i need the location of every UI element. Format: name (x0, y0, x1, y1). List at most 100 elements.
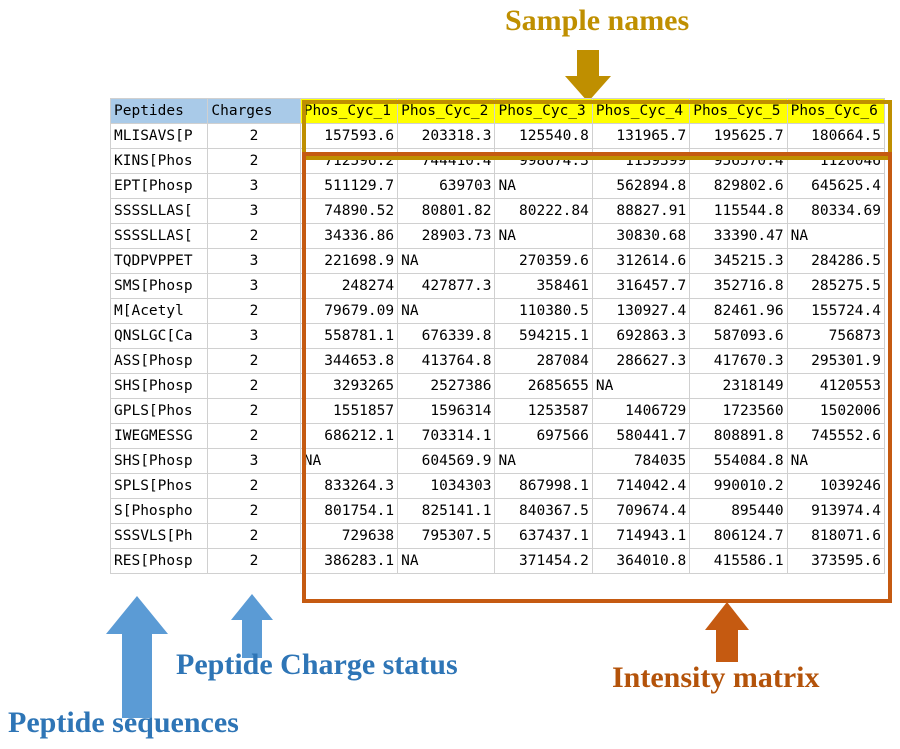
peptide-charge-cell[interactable]: 2 (207, 423, 301, 449)
intensity-cell[interactable]: NA (494, 223, 593, 249)
peptide-sequence-cell[interactable]: TQDPVPPET (109, 248, 209, 274)
intensity-cell[interactable]: 1406729 (591, 398, 691, 424)
intensity-cell[interactable]: 833264.3 (299, 473, 399, 499)
intensity-cell[interactable]: 74890.52 (299, 198, 399, 224)
intensity-cell[interactable]: 637437.1 (494, 523, 593, 549)
intensity-cell[interactable]: 714943.1 (591, 523, 691, 549)
intensity-cell[interactable]: 867998.1 (494, 473, 593, 499)
peptide-sequence-cell[interactable]: GPLS[Phos (109, 398, 209, 424)
intensity-cell[interactable]: 587093.6 (689, 323, 788, 349)
intensity-cell[interactable]: 604569.9 (397, 448, 496, 474)
peptide-intensity-table[interactable]: Peptides Charges Phos_Cyc_1 Phos_Cyc_2 P… (109, 98, 886, 574)
intensity-cell[interactable]: 270359.6 (494, 248, 593, 274)
intensity-cell[interactable]: 345215.3 (689, 248, 788, 274)
intensity-cell[interactable]: NA (397, 548, 496, 574)
peptide-sequence-cell[interactable]: SHS[Phosp (109, 448, 209, 474)
intensity-cell[interactable]: 709674.4 (591, 498, 691, 524)
intensity-cell[interactable]: 990010.2 (689, 473, 788, 499)
intensity-cell[interactable]: 580441.7 (591, 423, 691, 449)
peptide-sequence-cell[interactable]: SHS[Phosp (109, 373, 209, 399)
intensity-cell[interactable]: 729638 (299, 523, 399, 549)
peptide-charge-cell[interactable]: 2 (207, 473, 301, 499)
intensity-cell[interactable]: 511129.7 (299, 173, 399, 199)
intensity-cell[interactable]: 895440 (689, 498, 788, 524)
peptide-charge-cell[interactable]: 2 (207, 298, 301, 324)
intensity-cell[interactable]: 818071.6 (786, 523, 886, 549)
intensity-cell[interactable]: 801754.1 (299, 498, 399, 524)
intensity-cell[interactable]: 157593.6 (299, 123, 399, 149)
peptide-charge-cell[interactable]: 3 (207, 448, 301, 474)
intensity-cell[interactable]: 686212.1 (299, 423, 399, 449)
intensity-cell[interactable]: 840367.5 (494, 498, 593, 524)
intensity-cell[interactable]: 155724.4 (786, 298, 886, 324)
peptide-sequence-cell[interactable]: RES[Phosp (109, 548, 209, 574)
intensity-cell[interactable]: NA (786, 448, 886, 474)
intensity-cell[interactable]: 79679.09 (299, 298, 399, 324)
intensity-cell[interactable]: 2527386 (397, 373, 496, 399)
intensity-cell[interactable]: 712596.2 (299, 148, 399, 174)
peptide-charge-cell[interactable]: 3 (207, 198, 301, 224)
intensity-cell[interactable]: 703314.1 (397, 423, 496, 449)
intensity-cell[interactable]: 4120553 (786, 373, 886, 399)
intensity-cell[interactable]: 221698.9 (299, 248, 399, 274)
intensity-cell[interactable]: 30830.68 (591, 223, 691, 249)
intensity-cell[interactable]: 80334.69 (786, 198, 886, 224)
intensity-cell[interactable]: 417670.3 (689, 348, 788, 374)
intensity-cell[interactable]: 316457.7 (591, 273, 691, 299)
intensity-cell[interactable]: 180664.5 (786, 123, 886, 149)
intensity-cell[interactable]: 645625.4 (786, 173, 886, 199)
intensity-cell[interactable]: 2318149 (689, 373, 788, 399)
column-header-sample-1[interactable]: Phos_Cyc_1 (299, 98, 399, 124)
intensity-cell[interactable]: 88827.91 (591, 198, 691, 224)
intensity-cell[interactable]: 998674.3 (494, 148, 593, 174)
column-header-peptides[interactable]: Peptides (109, 98, 209, 124)
peptide-charge-cell[interactable]: 3 (207, 248, 301, 274)
intensity-cell[interactable]: 808891.8 (689, 423, 788, 449)
intensity-cell[interactable]: 413764.8 (397, 348, 496, 374)
column-header-sample-6[interactable]: Phos_Cyc_6 (786, 98, 886, 124)
peptide-sequence-cell[interactable]: ASS[Phosp (109, 348, 209, 374)
intensity-cell[interactable]: 28903.73 (397, 223, 496, 249)
column-header-charges[interactable]: Charges (207, 98, 301, 124)
intensity-cell[interactable]: 676339.8 (397, 323, 496, 349)
intensity-cell[interactable]: 34336.86 (299, 223, 399, 249)
intensity-cell[interactable]: NA (397, 298, 496, 324)
intensity-cell[interactable]: 697566 (494, 423, 593, 449)
peptide-sequence-cell[interactable]: QNSLGC[Ca (109, 323, 209, 349)
peptide-sequence-cell[interactable]: SMS[Phosp (109, 273, 209, 299)
peptide-sequence-cell[interactable]: MLISAVS[P (109, 123, 209, 149)
column-header-sample-4[interactable]: Phos_Cyc_4 (591, 98, 691, 124)
intensity-cell[interactable]: 131965.7 (591, 123, 691, 149)
intensity-cell[interactable]: 415586.1 (689, 548, 788, 574)
peptide-charge-cell[interactable]: 2 (207, 373, 301, 399)
intensity-cell[interactable]: 692863.3 (591, 323, 691, 349)
intensity-cell[interactable]: 110380.5 (494, 298, 593, 324)
intensity-cell[interactable]: 554084.8 (689, 448, 788, 474)
peptide-charge-cell[interactable]: 2 (207, 398, 301, 424)
intensity-cell[interactable]: 130927.4 (591, 298, 691, 324)
intensity-cell[interactable]: NA (591, 373, 691, 399)
intensity-cell[interactable]: 312614.6 (591, 248, 691, 274)
peptide-sequence-cell[interactable]: S[Phospho (109, 498, 209, 524)
intensity-cell[interactable]: 3293265 (299, 373, 399, 399)
peptide-charge-cell[interactable]: 2 (207, 498, 301, 524)
intensity-cell[interactable]: 558781.1 (299, 323, 399, 349)
intensity-cell[interactable]: 203318.3 (397, 123, 496, 149)
column-header-sample-5[interactable]: Phos_Cyc_5 (689, 98, 788, 124)
intensity-cell[interactable]: 364010.8 (591, 548, 691, 574)
column-header-sample-2[interactable]: Phos_Cyc_2 (397, 98, 496, 124)
intensity-cell[interactable]: 386283.1 (299, 548, 399, 574)
intensity-cell[interactable]: 248274 (299, 273, 399, 299)
peptide-sequence-cell[interactable]: SPLS[Phos (109, 473, 209, 499)
intensity-cell[interactable]: 1253587 (494, 398, 593, 424)
intensity-cell[interactable]: 795307.5 (397, 523, 496, 549)
